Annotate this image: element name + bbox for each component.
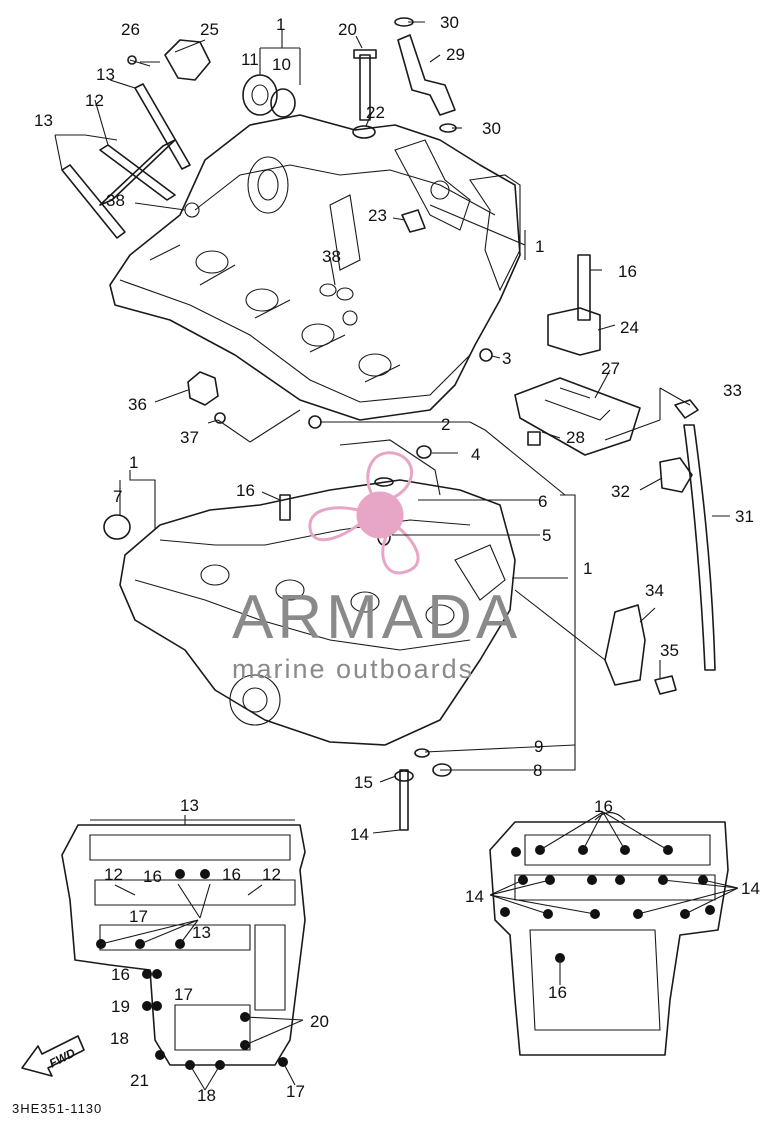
callout-2: 2 bbox=[441, 415, 450, 434]
inset-left-12-right: 12 bbox=[262, 865, 281, 884]
inset-right-16-top: 16 bbox=[594, 797, 613, 816]
callout-20: 20 bbox=[338, 20, 357, 39]
callout-37: 37 bbox=[180, 428, 199, 447]
inset-left-13-mid: 13 bbox=[192, 923, 211, 942]
inset-right-16-low: 16 bbox=[548, 983, 567, 1002]
callout-3: 3 bbox=[502, 349, 511, 368]
right-inset bbox=[489, 811, 739, 1056]
callout-31: 31 bbox=[735, 507, 754, 526]
callout-5: 5 bbox=[542, 526, 551, 545]
right-inset-labels: 16 14 14 16 bbox=[465, 797, 760, 1002]
callout-8: 8 bbox=[533, 761, 542, 780]
callout-14: 14 bbox=[350, 825, 369, 844]
left-inset-labels: 13 12 16 16 12 17 13 16 17 19 18 20 21 1… bbox=[104, 796, 329, 1105]
inset-left-18-b: 18 bbox=[197, 1086, 216, 1105]
callout-1-right: 1 bbox=[535, 237, 544, 256]
callout-22: 22 bbox=[366, 103, 385, 122]
callout-30-top: 30 bbox=[440, 13, 459, 32]
inset-left-16-left: 16 bbox=[143, 867, 162, 886]
upper-crankcase bbox=[109, 114, 521, 421]
left-inset-bolt-dots bbox=[96, 869, 288, 1070]
watermark-tagline: marine outboards bbox=[232, 654, 474, 684]
callout-6: 6 bbox=[538, 492, 547, 511]
callout-16-b: 16 bbox=[236, 481, 255, 500]
callout-28: 28 bbox=[566, 428, 585, 447]
inset-left-20: 20 bbox=[310, 1012, 329, 1031]
diagram-code: 3HE351-1130 bbox=[12, 1101, 102, 1116]
inset-left-19: 19 bbox=[111, 997, 130, 1016]
watermark-brand: ARMADA bbox=[232, 583, 521, 652]
callout-1-left: 1 bbox=[129, 453, 138, 472]
callout-12: 12 bbox=[85, 91, 104, 110]
inset-left-16-right: 16 bbox=[222, 865, 241, 884]
inset-left-17-c: 17 bbox=[286, 1082, 305, 1101]
callout-labels: 1 11 10 25 26 20 30 29 30 22 13 12 13 38… bbox=[34, 13, 754, 844]
inset-left-18-a: 18 bbox=[110, 1029, 129, 1048]
callout-9: 9 bbox=[534, 737, 543, 756]
callout-36: 36 bbox=[128, 395, 147, 414]
callout-25: 25 bbox=[200, 20, 219, 39]
leader-lines bbox=[54, 21, 730, 834]
callout-4: 4 bbox=[471, 445, 480, 464]
watermark-logo bbox=[308, 451, 420, 575]
callout-1: 1 bbox=[276, 15, 285, 34]
inset-left-17-b: 17 bbox=[174, 985, 193, 1004]
inset-left-13-top: 13 bbox=[180, 796, 199, 815]
callout-38-a: 38 bbox=[106, 191, 125, 210]
watermark-text: ARMADA marine outboards bbox=[232, 583, 521, 684]
callout-10: 10 bbox=[272, 55, 291, 74]
callout-1-lower: 1 bbox=[583, 559, 592, 578]
inset-right-14-left: 14 bbox=[465, 887, 484, 906]
inset-left-17-a: 17 bbox=[129, 907, 148, 926]
left-inset bbox=[61, 815, 306, 1091]
right-inset-bolt-dots bbox=[500, 845, 715, 963]
inset-left-21: 21 bbox=[130, 1071, 149, 1090]
fwd-arrow: FWD bbox=[21, 1035, 85, 1077]
callout-35: 35 bbox=[660, 641, 679, 660]
callout-32: 32 bbox=[611, 482, 630, 501]
inset-left-12-left: 12 bbox=[104, 865, 123, 884]
callout-24: 24 bbox=[620, 318, 639, 337]
callout-26: 26 bbox=[121, 20, 140, 39]
callout-34: 34 bbox=[645, 581, 664, 600]
callout-7: 7 bbox=[113, 487, 122, 506]
inset-left-16-side: 16 bbox=[111, 965, 130, 984]
callout-38-b: 38 bbox=[322, 247, 341, 266]
callout-33: 33 bbox=[723, 381, 742, 400]
upper-hardware bbox=[61, 17, 457, 301]
callout-30: 30 bbox=[482, 119, 501, 138]
lower-crankcase bbox=[103, 348, 516, 831]
inset-right-14-right: 14 bbox=[741, 879, 760, 898]
callout-13-a: 13 bbox=[96, 65, 115, 84]
callout-23: 23 bbox=[368, 206, 387, 225]
callout-13-b: 13 bbox=[34, 111, 53, 130]
callout-29: 29 bbox=[446, 45, 465, 64]
callout-16-a: 16 bbox=[618, 262, 637, 281]
callout-15: 15 bbox=[354, 773, 373, 792]
callout-27: 27 bbox=[601, 359, 620, 378]
callout-11: 11 bbox=[241, 50, 259, 69]
